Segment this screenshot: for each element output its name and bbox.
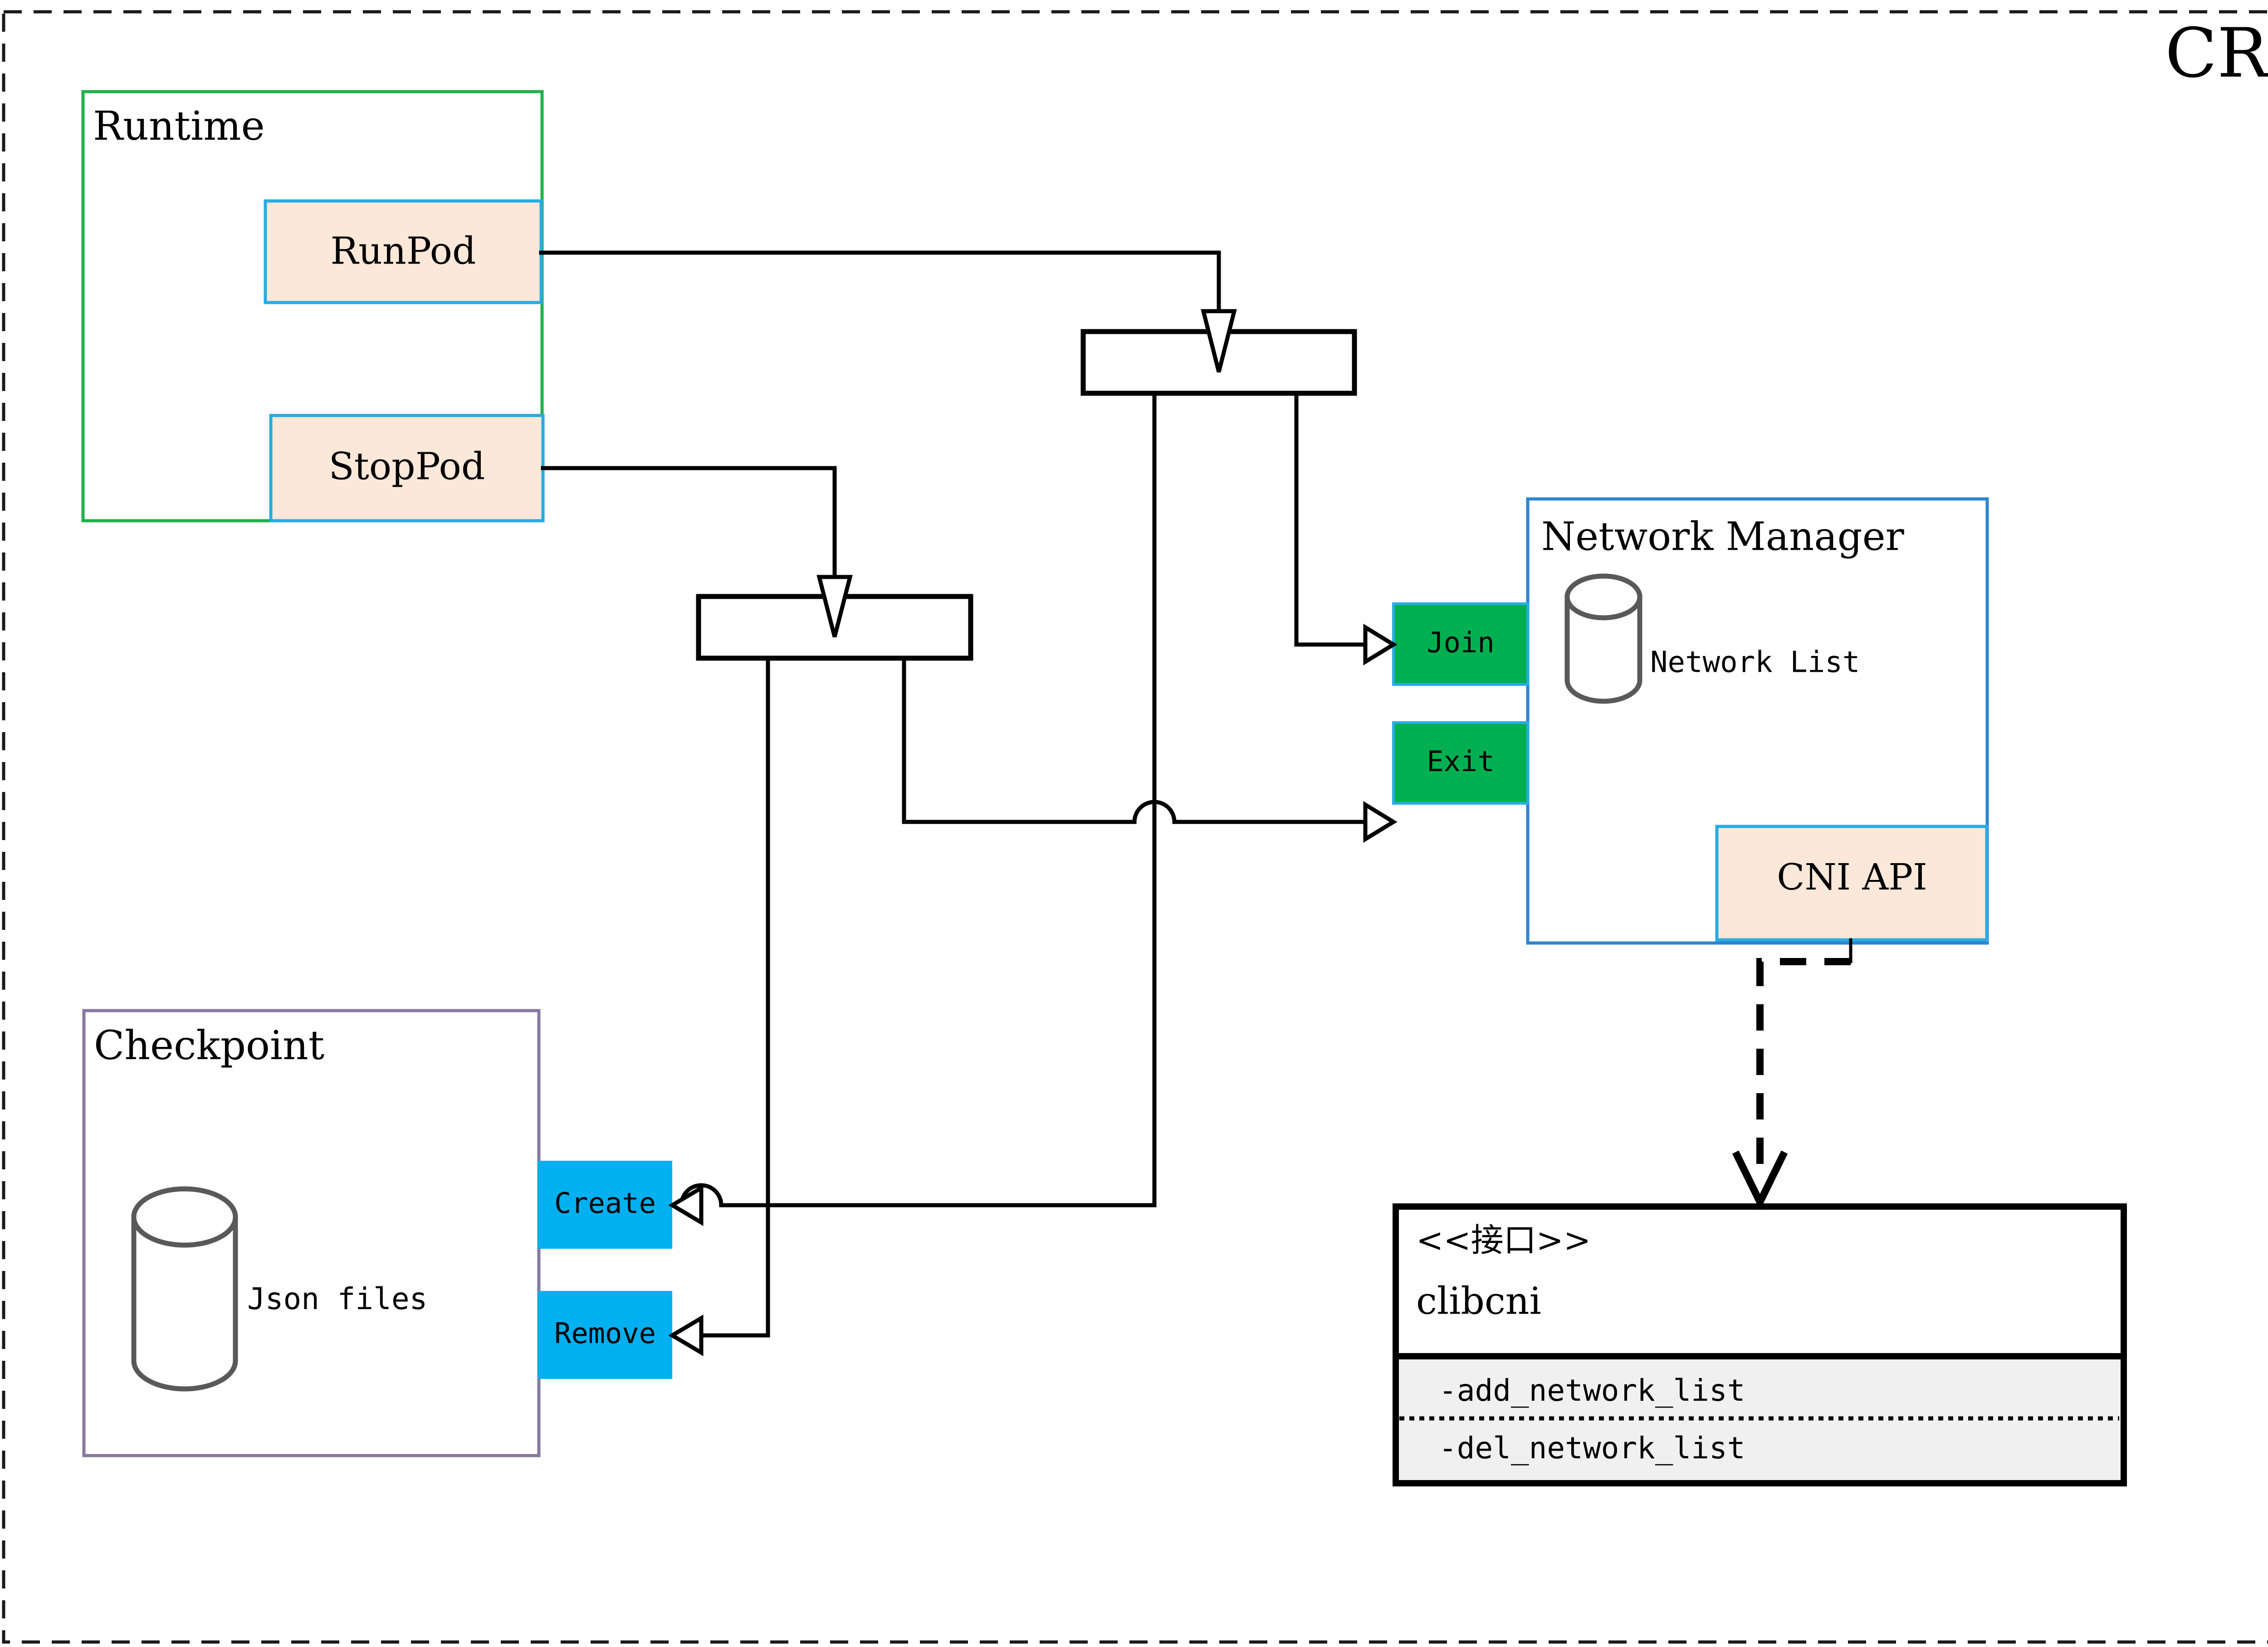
create-box[interactable] (538, 1161, 672, 1249)
join-box[interactable] (1392, 602, 1529, 686)
remove-box[interactable] (538, 1291, 672, 1379)
arrowhead-open-right (1363, 623, 1398, 666)
group-runtime-label: Runtime (93, 103, 265, 149)
runpod-box[interactable] (264, 199, 543, 304)
group-network-manager-label: Network Manager (1541, 514, 1905, 560)
edge-fork-bottom-left-leg-to-remove (699, 656, 770, 1338)
arrowhead-open-down (816, 575, 853, 638)
stoppod-box[interactable] (269, 414, 545, 523)
stoppod-label: StopPod (329, 445, 485, 489)
cylinder-icon (131, 1186, 238, 1392)
clibcni-method-add: -add_network_list (1439, 1373, 1745, 1408)
cylinder-icon (1564, 573, 1642, 704)
arrowhead-open-right (1363, 801, 1398, 843)
arrowhead-open-left (668, 1184, 704, 1226)
remove-label: Remove (554, 1317, 656, 1350)
edge-stoppod-to-fork-bottom (541, 466, 837, 579)
arrowhead-v-down (1732, 1150, 1788, 1211)
clibcni-method-del: -del_network_list (1439, 1431, 1745, 1466)
outer-frame (2, 10, 2268, 1644)
exit-label: Exit (1427, 745, 1494, 778)
group-checkpoint-label: Checkpoint (94, 1022, 324, 1069)
edge-runpod-to-fork-top (539, 250, 1221, 313)
join-label: Join (1427, 626, 1494, 659)
create-label: Create (554, 1187, 656, 1220)
arrowhead-open-left (668, 1315, 704, 1356)
edge-to-create (679, 1183, 1157, 1207)
arrowhead-open-down (1201, 309, 1237, 373)
cni-api-label: CNI API (1777, 856, 1927, 898)
checkpoint-store-label: Json files (247, 1281, 427, 1316)
edge-cni-api-to-clibcni (1756, 958, 1851, 1179)
page-title: CRI (2165, 14, 2268, 93)
edge-fork-top-right-leg-to-join (1294, 391, 1368, 647)
network-list-label: Network List (1650, 646, 1860, 679)
runpod-label: RunPod (330, 230, 476, 273)
exit-box[interactable] (1392, 721, 1529, 805)
edge-fork-bottom-right-leg-to-exit (902, 656, 1368, 824)
cni-api-box[interactable] (1715, 825, 1989, 942)
clibcni-name: clibcni (1416, 1280, 1541, 1323)
clibcni-stereotype: <<接口>> (1416, 1221, 1591, 1259)
